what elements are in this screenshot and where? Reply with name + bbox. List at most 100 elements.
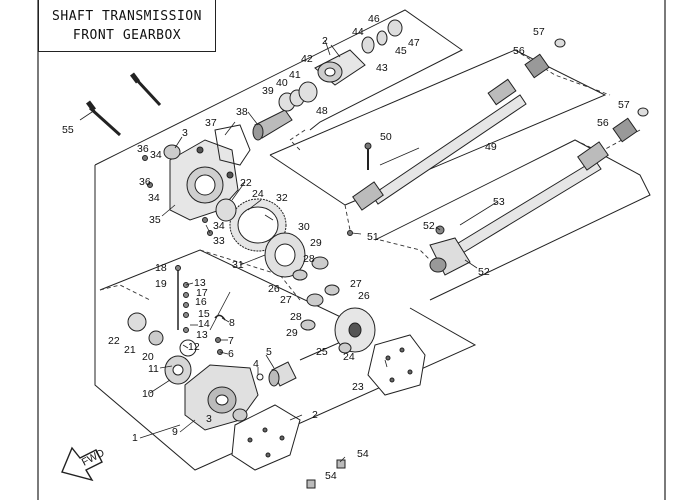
callout-6: 6 bbox=[228, 348, 234, 360]
leader-lines bbox=[79, 39, 498, 463]
callout-34-mid: 34 bbox=[148, 192, 160, 204]
callout-26-right: 26 bbox=[358, 290, 370, 302]
pinion-gear-38-part bbox=[252, 109, 293, 141]
callout-50: 50 bbox=[380, 131, 392, 143]
callout-48: 48 bbox=[316, 105, 328, 117]
nuts-54-part bbox=[306, 459, 346, 489]
bearing-22-lower-part bbox=[127, 312, 147, 332]
callout-14: 14 bbox=[198, 318, 210, 330]
callout-29-lower: 29 bbox=[286, 327, 298, 339]
title-line-2: FRONT GEARBOX bbox=[72, 27, 182, 43]
callout-19: 19 bbox=[155, 278, 167, 290]
group-outline-shaft-lower bbox=[374, 139, 651, 301]
callout-22-lower: 22 bbox=[108, 335, 120, 347]
callout-15: 15 bbox=[198, 308, 210, 320]
callout-41: 41 bbox=[289, 69, 301, 81]
seal-3-lower-part bbox=[232, 408, 248, 422]
callout-49: 49 bbox=[485, 141, 497, 153]
callout-55: 55 bbox=[62, 124, 74, 136]
callout-38: 38 bbox=[236, 106, 248, 118]
callout-11: 11 bbox=[148, 363, 159, 375]
callout-7: 7 bbox=[228, 335, 234, 347]
linkage-13-19-part bbox=[175, 265, 189, 333]
callout-4: 4 bbox=[253, 358, 259, 370]
callout-31: 31 bbox=[232, 259, 244, 271]
callout-28-lower: 28 bbox=[290, 311, 302, 323]
cap-57-part bbox=[554, 38, 649, 117]
disc-10-12-part bbox=[164, 339, 197, 385]
callout-57-upper: 57 bbox=[533, 26, 545, 38]
callout-45: 45 bbox=[395, 45, 407, 57]
callout-51: 51 bbox=[367, 231, 379, 243]
callout-36-upper: 36 bbox=[137, 143, 149, 155]
callout-16: 16 bbox=[195, 296, 207, 308]
oring-4-part bbox=[256, 373, 264, 381]
callout-2-upper: 2 bbox=[322, 35, 328, 47]
callout-1: 1 bbox=[132, 432, 138, 444]
callout-54-lower: 54 bbox=[325, 470, 337, 482]
callout-10: 10 bbox=[142, 388, 154, 400]
yoke-56-part bbox=[524, 53, 638, 143]
gasket-37-part bbox=[214, 124, 251, 166]
callout-18: 18 bbox=[155, 262, 167, 274]
callout-43: 43 bbox=[376, 62, 388, 74]
callout-37: 37 bbox=[205, 117, 217, 129]
drive-shaft-49-part bbox=[352, 78, 527, 211]
callout-57-lower: 57 bbox=[618, 99, 630, 111]
callout-12: 12 bbox=[188, 341, 200, 353]
actuator-motor-5-part bbox=[268, 361, 297, 387]
forward-arrow-icon: FWD bbox=[61, 447, 107, 482]
cover-plate-2-lower-part bbox=[231, 404, 301, 471]
group-outline-gearbox bbox=[94, 9, 477, 471]
callout-32: 32 bbox=[276, 192, 288, 204]
callout-28-upper: 28 bbox=[303, 253, 315, 265]
callout-33: 33 bbox=[213, 235, 225, 247]
callout-46: 46 bbox=[368, 13, 380, 25]
callout-24-lower: 24 bbox=[343, 351, 355, 363]
callout-47: 47 bbox=[408, 37, 420, 49]
flange-42-part bbox=[314, 49, 366, 86]
callout-27-right: 27 bbox=[350, 278, 362, 290]
title-line-1: SHAFT TRANSMISSION bbox=[52, 8, 202, 24]
group-outline-shaft-upper bbox=[269, 49, 607, 206]
seal-21-part bbox=[148, 330, 164, 346]
callout-24-upper: 24 bbox=[252, 188, 264, 200]
callout-3-upper: 3 bbox=[182, 127, 188, 139]
seals-43-47-part bbox=[361, 19, 403, 54]
callout-21: 21 bbox=[124, 344, 136, 356]
callout-27-left: 27 bbox=[280, 294, 292, 306]
callout-9: 9 bbox=[172, 426, 178, 438]
bolt-55-part bbox=[86, 72, 162, 137]
fittings-6-8-part bbox=[214, 314, 226, 355]
callout-5: 5 bbox=[266, 346, 272, 358]
callout-54-upper: 54 bbox=[357, 448, 369, 460]
cover-plate-23-part bbox=[367, 334, 426, 396]
callout-53: 53 bbox=[493, 196, 505, 208]
callout-56-upper: 56 bbox=[513, 45, 525, 57]
bearing-22-upper-part bbox=[215, 198, 237, 222]
callout-52-lower: 52 bbox=[478, 266, 490, 278]
callout-34-upper: 34 bbox=[150, 149, 162, 161]
callout-20: 20 bbox=[142, 351, 154, 363]
callout-34-lower: 34 bbox=[213, 220, 225, 232]
callout-23: 23 bbox=[352, 381, 364, 393]
title-box: SHAFT TRANSMISSION FRONT GEARBOX bbox=[38, 0, 216, 52]
spider-gears-part bbox=[292, 256, 340, 331]
callout-44: 44 bbox=[352, 26, 364, 38]
callout-labels: 1 2 2 3 3 4 5 6 7 8 9 10 11 12 13 13 14 … bbox=[62, 13, 630, 482]
callout-2-lower: 2 bbox=[312, 409, 318, 421]
callout-40: 40 bbox=[276, 77, 288, 89]
bolts-34-36-part bbox=[142, 155, 213, 236]
seal-24-lower-part bbox=[338, 342, 352, 354]
bolt-50-51-part bbox=[347, 142, 372, 236]
callout-17: 17 bbox=[196, 287, 208, 299]
callout-36-lower: 36 bbox=[139, 176, 151, 188]
output-flange-25-part bbox=[334, 307, 376, 353]
callout-8: 8 bbox=[229, 317, 235, 329]
bearings-39-41-part bbox=[278, 81, 318, 112]
callout-3-lower: 3 bbox=[206, 413, 212, 425]
callout-39: 39 bbox=[262, 85, 274, 97]
callout-52-upper: 52 bbox=[423, 220, 435, 232]
